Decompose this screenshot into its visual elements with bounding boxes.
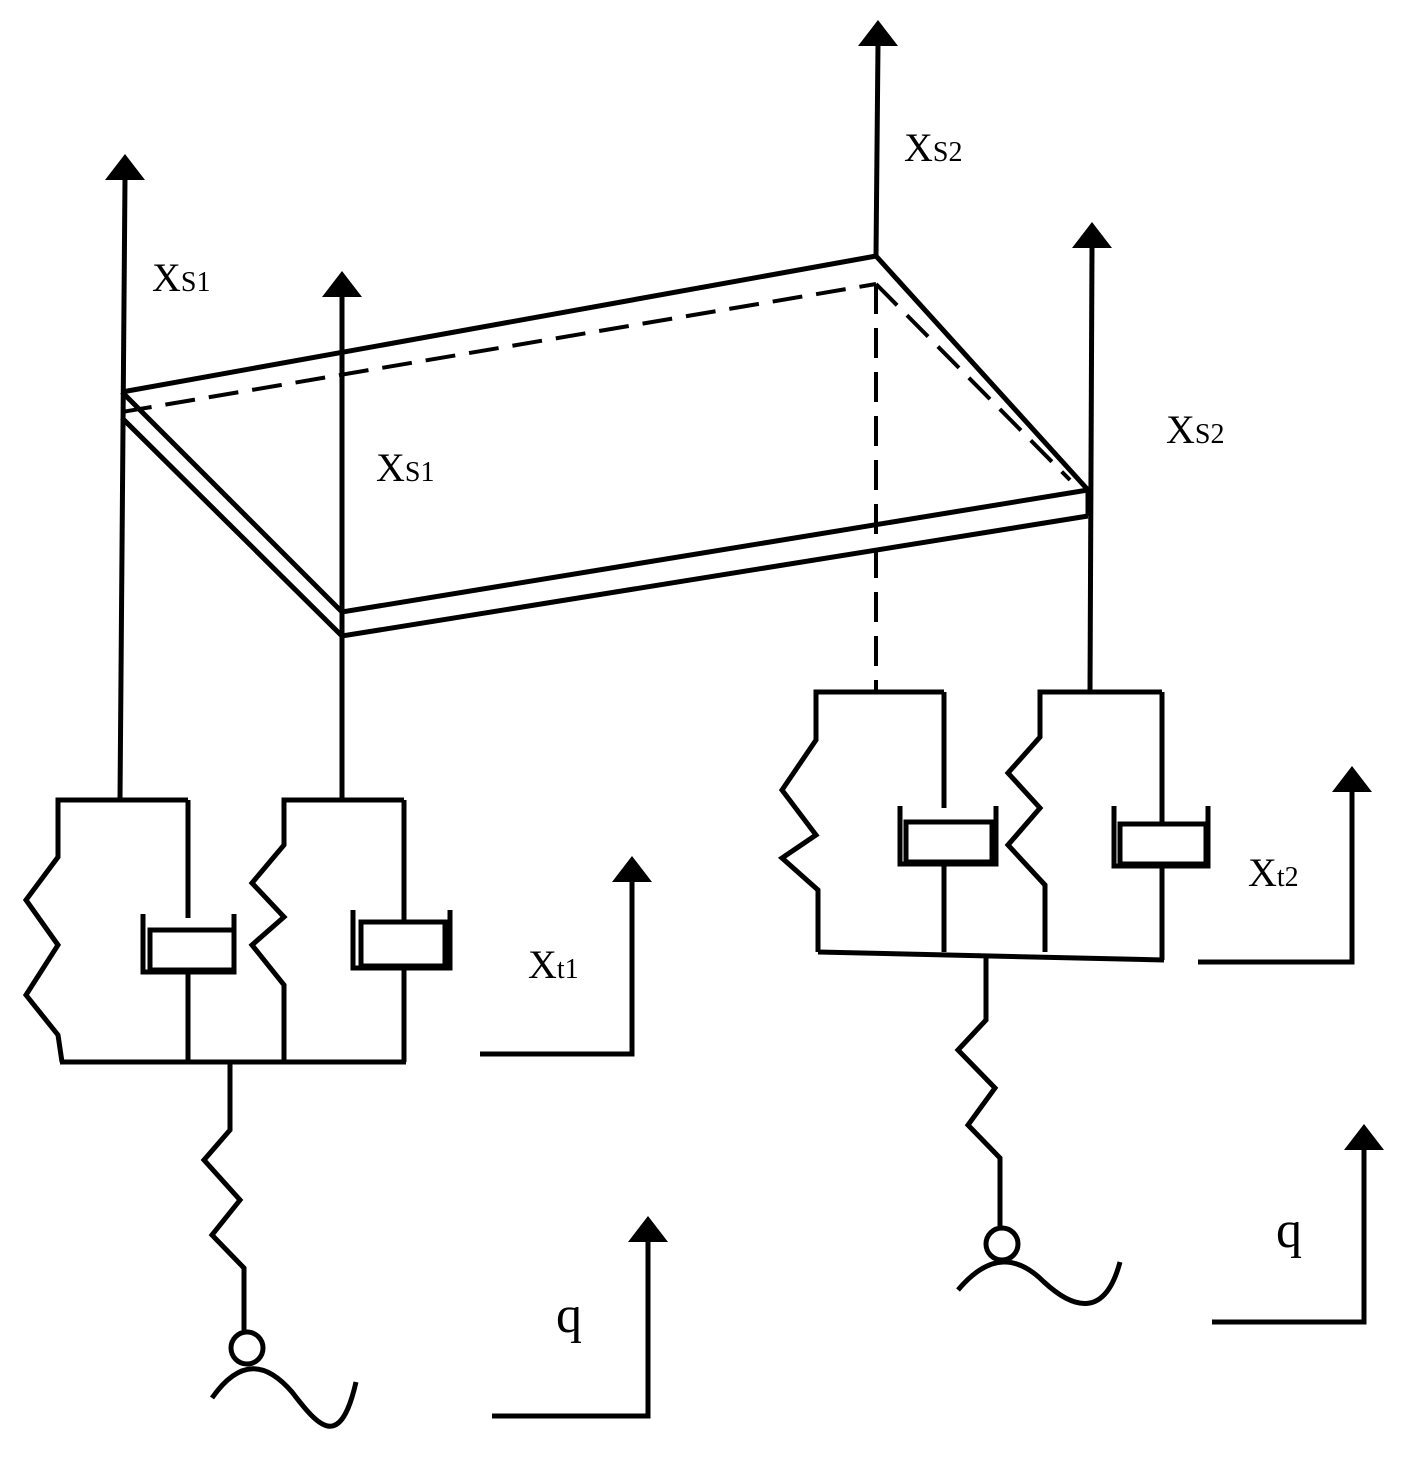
label-xs1-top-main: X xyxy=(152,255,181,300)
arrow-xt1 xyxy=(480,856,652,1057)
left-wheel-contact xyxy=(228,1329,266,1367)
left-road-profile xyxy=(209,1366,359,1429)
left-spring-1 xyxy=(22,797,188,1063)
arrow-xs2-right xyxy=(1072,222,1112,693)
plate-hidden-right-edge xyxy=(874,282,1072,482)
right-suspension-unit xyxy=(777,689,1211,1306)
left-suspension-unit xyxy=(22,797,453,1429)
arrow-xs2-top xyxy=(858,20,898,257)
label-xt2-sub: t2 xyxy=(1276,862,1299,893)
right-spring-1 xyxy=(777,689,944,952)
left-damper-2-piston xyxy=(358,919,448,969)
label-xs1-mid: XS1 xyxy=(376,448,434,488)
left-damper-1-piston xyxy=(147,927,237,973)
right-damper-1-cup xyxy=(897,806,999,867)
right-wheel-contact xyxy=(983,1225,1021,1263)
label-xs2-top-sub: S2 xyxy=(932,137,963,168)
left-tire-spring xyxy=(200,1062,247,1332)
right-damper-1-piston xyxy=(903,819,995,865)
label-xt2-main: X xyxy=(1248,850,1277,895)
label-xs2-right-main: X xyxy=(1166,407,1195,452)
label-q-right: q xyxy=(1276,1202,1302,1259)
label-xs1-mid-sub: S1 xyxy=(404,457,435,488)
right-damper-2-piston xyxy=(1117,821,1209,867)
label-xt2: Xt2 xyxy=(1248,853,1299,893)
label-xt1: Xt1 xyxy=(528,945,579,985)
label-xs1-top: XS1 xyxy=(152,258,210,298)
arrow-q-right xyxy=(1212,1124,1384,1325)
right-unsprung-bar xyxy=(817,949,1165,963)
arrow-q-left xyxy=(492,1216,668,1419)
plate-bottom-edge xyxy=(120,416,1089,639)
label-xs1-mid-main: X xyxy=(376,445,405,490)
left-damper-1-cup xyxy=(140,914,237,975)
plate-hidden-back-edge xyxy=(121,282,877,414)
label-q-left: q xyxy=(556,1287,582,1344)
label-xs2-top: XS2 xyxy=(904,128,962,168)
vehicle-body-plate xyxy=(120,253,1093,639)
label-xs2-right-sub: S2 xyxy=(1194,419,1225,450)
label-xs2-right: XS2 xyxy=(1166,410,1224,450)
arrow-xt2 xyxy=(1198,766,1372,965)
right-spring-2 xyxy=(1004,689,1162,952)
arrow-xs1-mid xyxy=(322,271,362,800)
label-xt1-main: X xyxy=(528,942,557,987)
left-spring-2 xyxy=(248,797,404,1062)
right-tire-spring xyxy=(954,956,1003,1228)
label-xs2-top-main: X xyxy=(904,125,933,170)
label-xs1-top-sub: S1 xyxy=(180,267,211,298)
arrow-xs1-left xyxy=(105,154,145,801)
right-road-profile xyxy=(956,1259,1123,1306)
label-xt1-sub: t1 xyxy=(556,954,579,985)
